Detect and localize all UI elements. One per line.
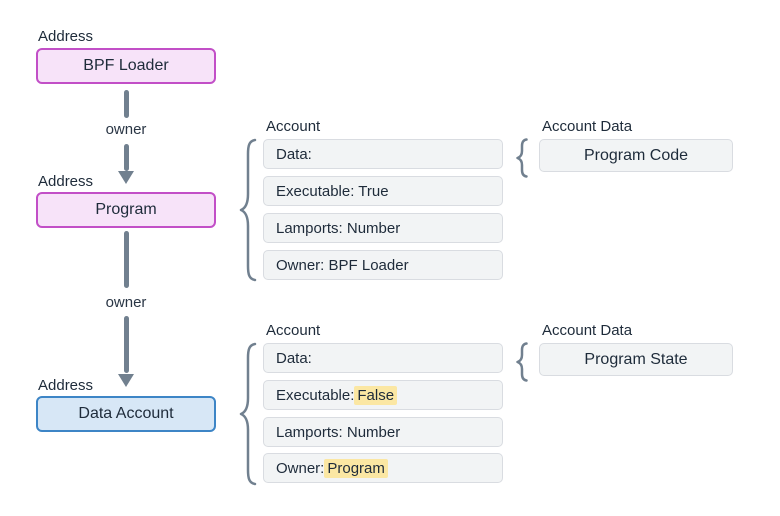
- account-row-data-bottom: Data:: [263, 343, 503, 373]
- owner-edge-label-2: owner: [105, 294, 147, 311]
- owner-edge-label-1: owner: [105, 121, 147, 138]
- owner-arrow-1-line-top: [124, 90, 129, 118]
- owner-arrow-2-line-bottom: [124, 316, 129, 373]
- program-node: Program: [36, 192, 216, 228]
- account-data-title-top: Account Data: [542, 118, 633, 135]
- account-row-text: Executable:: [276, 386, 355, 404]
- account-row-text: Executable: True: [276, 182, 389, 200]
- account-row-text: Data:: [276, 145, 312, 163]
- owner-arrow-2-line-top: [124, 231, 129, 288]
- account-row-text: Data:: [276, 349, 312, 367]
- program-code-box: Program Code: [539, 139, 733, 172]
- account-row-executable-bottom: Executable:False: [263, 380, 503, 410]
- curly-brace-program-state: [516, 342, 528, 382]
- program-code-label: Program Code: [583, 146, 689, 164]
- account-row-text: Owner: BPF Loader: [276, 256, 409, 274]
- account-row-owner-bottom: Owner:Program: [263, 453, 503, 483]
- highlighted-value-program: Program: [324, 458, 388, 478]
- program-state-label: Program State: [584, 350, 688, 368]
- account-row-lamports-top: Lamports: Number: [263, 213, 503, 243]
- highlighted-value-false: False: [354, 385, 398, 405]
- address-label-program: Address: [38, 173, 94, 190]
- program-state-box: Program State: [539, 343, 733, 376]
- owner-arrow-2-head: [118, 374, 134, 387]
- account-title-top: Account: [266, 118, 321, 135]
- owner-arrow-1-head: [118, 171, 134, 184]
- account-row-text: Lamports: Number: [276, 219, 401, 237]
- account-row-text: Owner:: [276, 459, 325, 477]
- account-data-title-bottom: Account Data: [542, 322, 633, 339]
- curly-brace-data-account: [239, 342, 257, 486]
- account-row-executable-top: Executable: True: [263, 176, 503, 206]
- owner-arrow-1-line-bottom: [124, 144, 129, 171]
- bpf-loader-node: BPF Loader: [36, 48, 216, 84]
- account-row-data-top: Data:: [263, 139, 503, 169]
- address-label-data-account: Address: [38, 377, 94, 394]
- address-label-bpf-loader: Address: [38, 28, 94, 45]
- bpf-loader-node-label: BPF Loader: [83, 57, 169, 74]
- program-node-label: Program: [95, 201, 157, 218]
- data-account-node: Data Account: [36, 396, 216, 432]
- account-title-bottom: Account: [266, 322, 321, 339]
- account-row-lamports-bottom: Lamports: Number: [263, 417, 503, 447]
- account-row-owner-top: Owner: BPF Loader: [263, 250, 503, 280]
- data-account-node-label: Data Account: [78, 405, 174, 422]
- curly-brace-program-account: [239, 138, 257, 282]
- curly-brace-program-code: [516, 138, 528, 178]
- account-row-text: Lamports: Number: [276, 423, 401, 441]
